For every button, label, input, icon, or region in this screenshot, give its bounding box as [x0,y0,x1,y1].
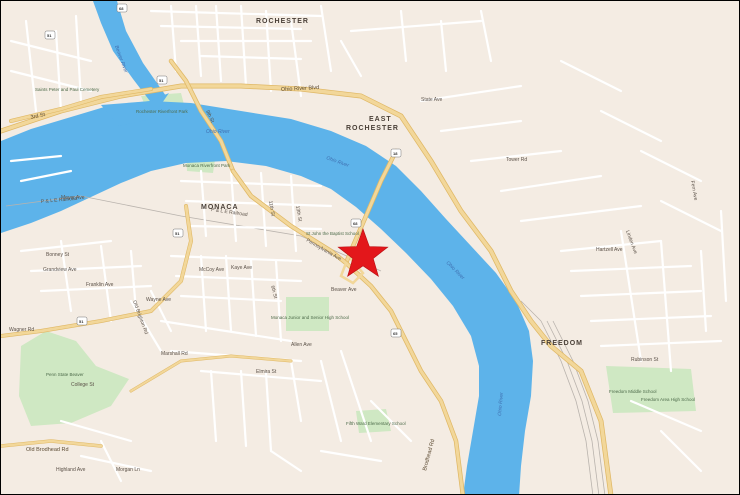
label-wagner-rd: Wagner Rd [9,327,34,333]
label-ohio-river-4: Ohio River [497,392,505,416]
route-shield: 68 [116,3,128,13]
label-rail-line: P & L E Railroad [211,207,248,218]
poi-fifth-ward: Fifth Ward Elementary School [346,421,406,426]
place-freedom: FREEDOM [541,340,583,347]
label-6th-st: 6th St [269,285,278,300]
label-3rd-st: 3rd St [30,112,46,121]
label-marshall-rd: Marshall Rd [161,351,188,357]
park-freedom-school [606,366,696,413]
route-shield: 65 [390,328,402,338]
place-monaca: MONACA [201,204,239,211]
label-9th-st: 9th St [204,109,215,124]
poi-penn-state: Penn State Beaver [46,372,84,377]
route-shields: 68 51 51 18 68 51 51 65 [44,3,402,338]
label-highland-ave: Highland Ave [56,467,86,473]
svg-text:18: 18 [393,151,398,156]
place-rochester: ROCHESTER [256,18,309,25]
route-shield: 51 [76,316,88,326]
poi-rochester-riverfront: Rochester Riverfront Park [136,109,189,114]
star-marker-icon[interactable] [337,228,389,278]
svg-text:51: 51 [47,33,52,38]
poi-freedom-high: Freedom Area High School [641,397,695,402]
label-fern-ave: Fern Ave [689,180,698,201]
label-rail-line-2: P & L E Railroad [41,196,78,205]
beaver-river-mouth [101,93,169,126]
svg-text:68: 68 [353,221,358,226]
park-fifth-ward [356,409,391,433]
svg-text:68: 68 [119,6,124,11]
label-beaver-ave: Beaver Ave [331,287,357,293]
label-grandview-ave: Grandview Ave [43,267,77,273]
label-morgan-ln: Morgan Ln [116,467,140,473]
label-ohio-river-1: Ohio River [206,129,230,135]
label-rubinson-st: Rubinson St [631,357,659,363]
beaver-river [93,1,166,109]
poi-freedom-middle: Freedom Middle School [609,389,657,394]
place-east-rochester: ROCHESTER [346,125,399,132]
label-state-ave: State Ave [421,97,443,103]
svg-text:51: 51 [79,319,84,324]
poi-monaca-riverfront: Monaca Riverfront Park [183,163,231,168]
route-shield: 51 [44,30,56,40]
rivers [1,1,533,494]
label-allen-ave: Allen Ave [291,342,312,348]
label-kaye-ave: Kaye Ave [231,265,252,271]
route-shield: 51 [156,75,168,85]
svg-text:51: 51 [175,231,180,236]
park-monaca-school [286,297,329,331]
label-wayne-ave: Wayne Ave [146,297,171,303]
label-hartzell-ave: Hartzell Ave [596,247,623,253]
place-east: EAST [369,116,392,123]
poi-saints-cemetery: Saints Peter and Paul Cemetery [35,87,100,92]
poi-labels: Rochester Riverfront Park Monaca Riverfr… [35,87,695,426]
poi-monaca-school: Monaca Junior and Senior High School [271,315,349,320]
svg-text:65: 65 [393,331,398,336]
label-franklin-ave: Franklin Ave [86,282,114,288]
label-bonney-st: Bonney St [46,252,70,258]
label-mccoy-ave: McCoy Ave [199,267,224,273]
label-old-brodhead-rd: Old Brodhead Rd [26,447,69,453]
label-11th-st: 11th St [267,200,276,217]
label-college-st: College St [71,382,95,388]
label-moyer-ave: Moyer Ave [61,195,85,201]
label-tower-rd: Tower Rd [506,157,527,163]
label-ohio-river-blvd: Ohio River Blvd [281,85,319,93]
poi-st-john: St John the Baptist School [306,231,359,236]
svg-text:51: 51 [159,78,164,83]
route-shield: 68 [350,218,362,228]
route-shield: 18 [390,148,402,158]
route-shield: 51 [172,228,184,238]
label-elmira-st: Elmira St [256,369,277,375]
ohio-river [1,101,533,494]
park-penn-state [19,331,129,426]
minor-roads [9,4,728,483]
label-13th-st: 13th St [294,205,303,222]
place-labels: ROCHESTER EAST ROCHESTER MONACA FREEDOM [201,18,583,347]
